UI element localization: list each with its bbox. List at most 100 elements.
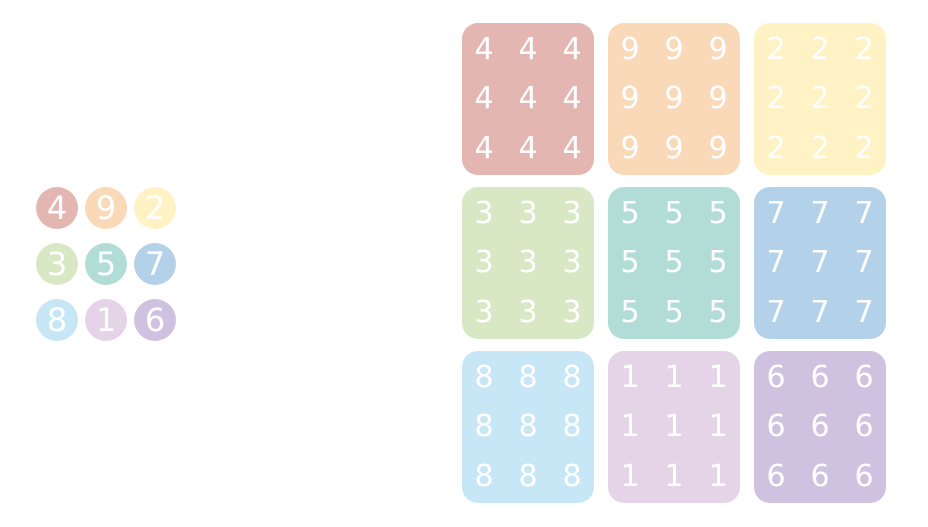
block-digit: 1 <box>620 409 640 445</box>
block-digit: 9 <box>664 32 684 68</box>
block-digit: 7 <box>766 245 786 281</box>
block-digit: 9 <box>620 130 640 166</box>
block-digit: 4 <box>474 81 494 117</box>
block-digit: 5 <box>620 196 640 232</box>
block-digit: 4 <box>562 130 582 166</box>
block-digit: 7 <box>810 196 830 232</box>
number-circle: 9 <box>85 187 127 229</box>
block-digit: 9 <box>708 32 728 68</box>
block-digit: 8 <box>518 409 538 445</box>
block-digit: 9 <box>664 81 684 117</box>
block-digit: 3 <box>474 245 494 281</box>
block-digit: 3 <box>518 245 538 281</box>
block-digit: 9 <box>708 81 728 117</box>
block-digit: 1 <box>620 360 640 396</box>
block-digit: 9 <box>620 32 640 68</box>
block-digit: 2 <box>766 32 786 68</box>
block-digit: 1 <box>620 458 640 494</box>
block-digit: 6 <box>810 458 830 494</box>
number-circle: 5 <box>85 243 127 285</box>
block-digit: 5 <box>708 245 728 281</box>
block-digit: 8 <box>562 458 582 494</box>
block-digit: 7 <box>854 245 874 281</box>
number-circle: 7 <box>134 243 176 285</box>
block-digit: 1 <box>708 409 728 445</box>
block-digit: 6 <box>810 409 830 445</box>
block-digit: 6 <box>766 458 786 494</box>
block-digit: 2 <box>854 81 874 117</box>
block-digit: 6 <box>766 409 786 445</box>
block-digit: 3 <box>518 196 538 232</box>
block-digit: 5 <box>664 294 684 330</box>
block-digit: 2 <box>854 130 874 166</box>
block-digit: 9 <box>620 81 640 117</box>
block-digit: 8 <box>562 409 582 445</box>
block-digit: 6 <box>854 409 874 445</box>
block-digit: 4 <box>562 32 582 68</box>
block-digit: 8 <box>474 360 494 396</box>
block-digit: 7 <box>766 196 786 232</box>
block-digit: 7 <box>854 294 874 330</box>
block-digit: 5 <box>620 294 640 330</box>
number-circle: 3 <box>36 243 78 285</box>
number-circle: 1 <box>85 299 127 341</box>
block-digit: 7 <box>810 245 830 281</box>
block-digit: 1 <box>708 360 728 396</box>
block-digit: 2 <box>766 130 786 166</box>
block-digit: 5 <box>664 196 684 232</box>
block-digit: 2 <box>766 81 786 117</box>
block-digit: 8 <box>562 360 582 396</box>
block-digit: 2 <box>810 130 830 166</box>
block-digit: 6 <box>810 360 830 396</box>
block-digit: 7 <box>810 294 830 330</box>
block-digit: 9 <box>708 130 728 166</box>
block-digit: 3 <box>562 196 582 232</box>
block-digit: 5 <box>620 245 640 281</box>
block-digit: 7 <box>854 196 874 232</box>
block-digit: 4 <box>562 81 582 117</box>
block-digit: 5 <box>664 245 684 281</box>
block-digit: 6 <box>766 360 786 396</box>
block-digit: 9 <box>664 130 684 166</box>
number-circle: 4 <box>36 187 78 229</box>
block-digit: 1 <box>708 458 728 494</box>
number-circle: 2 <box>134 187 176 229</box>
block-digit: 3 <box>474 196 494 232</box>
number-circle: 6 <box>134 299 176 341</box>
block-digit: 3 <box>562 294 582 330</box>
block-digit: 5 <box>708 196 728 232</box>
block-digit: 3 <box>518 294 538 330</box>
block-digit: 4 <box>518 81 538 117</box>
block-digit: 8 <box>474 458 494 494</box>
block-digit: 2 <box>810 81 830 117</box>
block-digit: 8 <box>518 458 538 494</box>
block-digit: 3 <box>562 245 582 281</box>
block-digit: 4 <box>474 130 494 166</box>
block-digit: 1 <box>664 409 684 445</box>
block-digit: 7 <box>766 294 786 330</box>
block-digit: 4 <box>518 130 538 166</box>
block-digit: 4 <box>474 32 494 68</box>
block-digit: 8 <box>518 360 538 396</box>
block-digit: 6 <box>854 360 874 396</box>
block-digit: 5 <box>708 294 728 330</box>
block-digit: 4 <box>518 32 538 68</box>
block-digit: 1 <box>664 360 684 396</box>
block-digit: 3 <box>474 294 494 330</box>
block-digit: 2 <box>854 32 874 68</box>
block-digit: 2 <box>810 32 830 68</box>
block-digit: 1 <box>664 458 684 494</box>
block-digit: 8 <box>474 409 494 445</box>
block-digit: 6 <box>854 458 874 494</box>
number-circle: 8 <box>36 299 78 341</box>
